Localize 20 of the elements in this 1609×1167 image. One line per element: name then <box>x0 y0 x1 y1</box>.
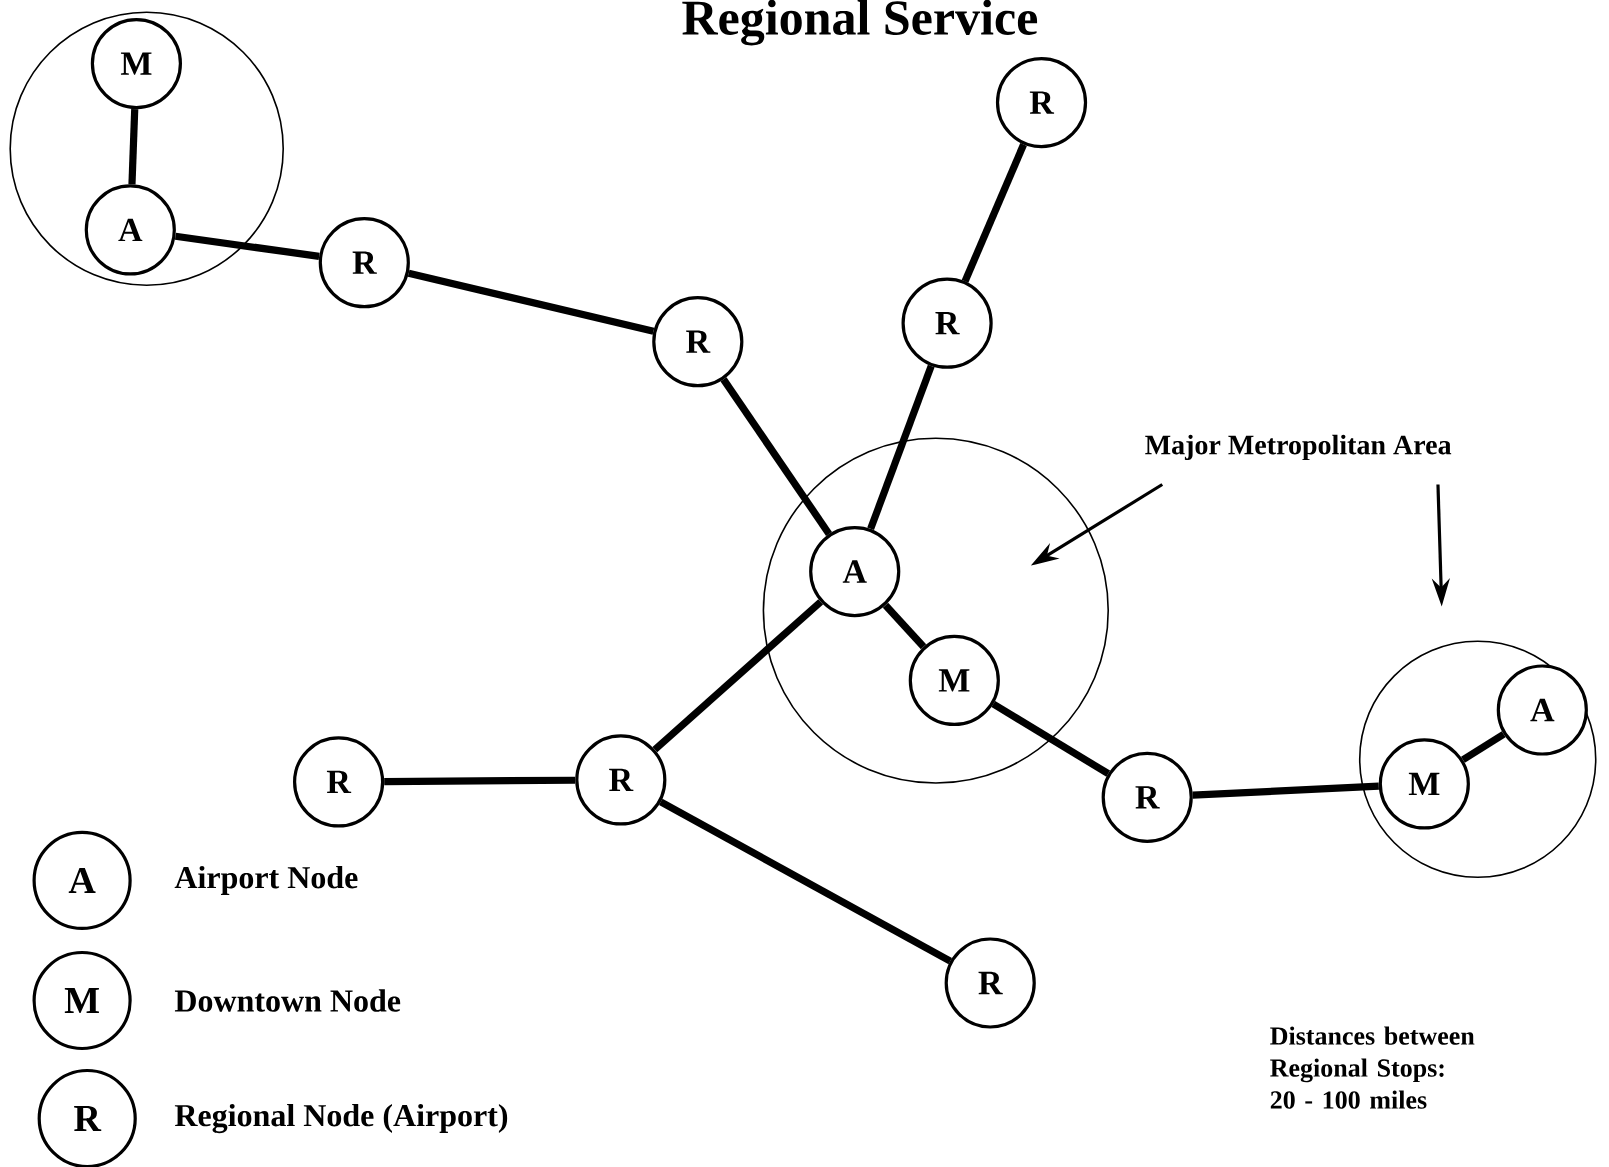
legend-text: Downtown Node <box>174 989 401 1012</box>
route-line <box>882 602 927 650</box>
route-line <box>659 798 952 965</box>
title: Regional Service <box>682 0 1038 46</box>
legend-text: Airport Node <box>174 865 358 895</box>
route-line <box>1461 731 1506 763</box>
metro-area-circle <box>762 437 1109 784</box>
route-line <box>407 269 655 335</box>
route-line <box>652 599 824 753</box>
route-line <box>174 232 320 260</box>
route-line <box>961 143 1027 283</box>
route-line <box>991 700 1111 777</box>
legend-text: Regional Node (Airport) <box>174 1103 508 1134</box>
route-line <box>720 377 832 536</box>
note: Distances between Regional Stops: 20 - 100 miles <box>1270 1026 1475 1109</box>
metro-area-circle <box>9 11 284 287</box>
route-line <box>867 364 935 531</box>
node-label: A <box>1530 698 1555 722</box>
area-label: Major Metropolitan Area <box>1145 434 1452 461</box>
metro-area-circle <box>1358 640 1597 879</box>
